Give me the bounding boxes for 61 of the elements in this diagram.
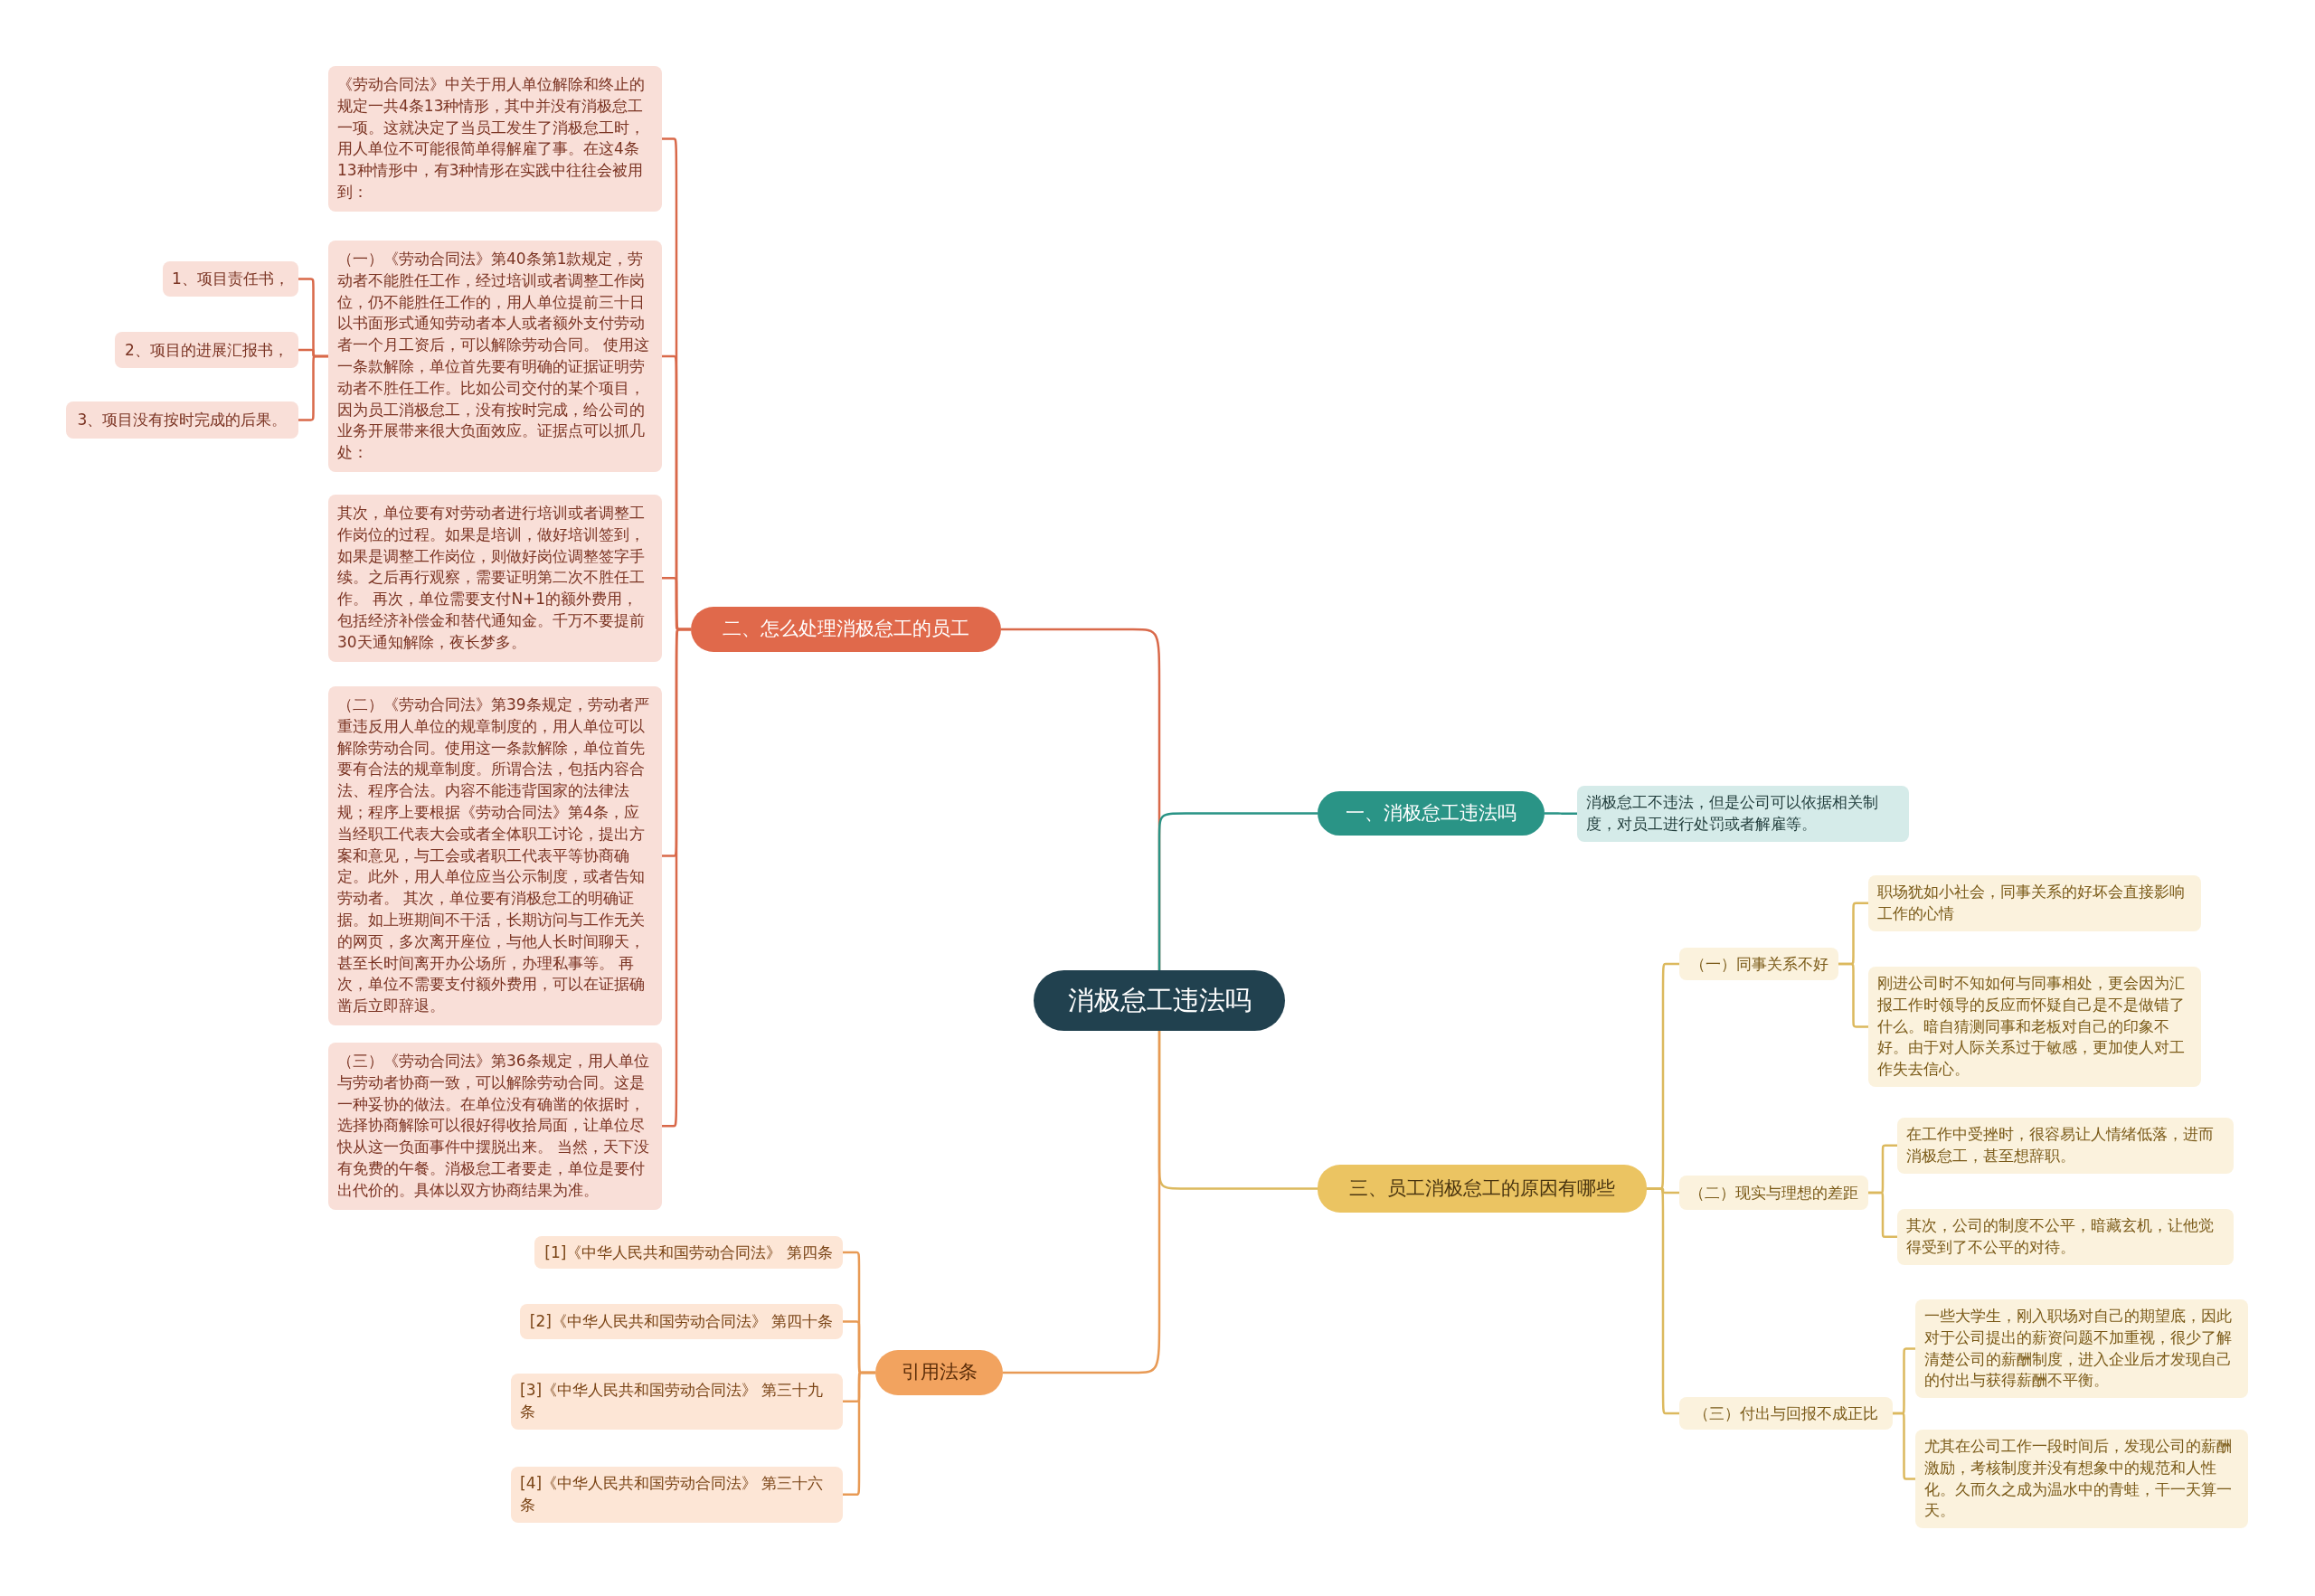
note-card — [163, 261, 298, 297]
branch-topic — [691, 607, 1001, 652]
note-text: 3、项目没有按时完成的后果。 — [77, 411, 288, 430]
topic-label: 引用法条 — [901, 1361, 978, 1384]
note-text: 2、项目的进展汇报书， — [125, 340, 288, 360]
note-card — [1868, 875, 2201, 931]
topic-label: 一、消极怠工违法吗 — [1346, 801, 1517, 826]
note-text: 消极怠工不违法，但是公司可以依据相关制度，对员工进行处罚或者解雇等。 — [1586, 792, 1879, 835]
note-text: 其次，公司的制度不公平，暗藏玄机，让他觉得受到了不公平的对待。 — [1906, 1215, 2215, 1258]
note-text: 尤其在公司工作一段时间后，发现公司的薪酬激励，考核制度并没有想象中的规范和人性化。久而久之成为温水中的青蛙，干一天算一天。 — [1924, 1436, 2233, 1522]
connector-line — [1868, 1191, 1897, 1239]
note-text: （二）现实与理想的差距 — [1689, 1183, 1858, 1203]
note-card — [66, 401, 298, 439]
connector-line — [1647, 1187, 1679, 1415]
branch-topic — [875, 1350, 1003, 1395]
subtopic-card — [1679, 948, 1838, 980]
note-card — [1577, 786, 1909, 842]
topic-label: 消极怠工违法吗 — [1067, 985, 1252, 1016]
note-text: （三）付出与回报不成正比 — [1694, 1403, 1878, 1423]
connector-line — [298, 354, 328, 421]
note-text: [2]《中华人民共和国劳动合同法》 第四十条 — [529, 1312, 834, 1331]
connector-line — [1893, 1412, 1915, 1480]
note-text: 职场犹如小社会，同事关系的好坏会直接影响工作的心情 — [1877, 882, 2186, 924]
note-text: 在工作中受挫时，很容易让人情绪低落，进而消极怠工，甚至想辞职。 — [1906, 1124, 2215, 1166]
note-card — [115, 332, 298, 368]
branch-topic — [1318, 1165, 1647, 1213]
note-text: （三）《劳动合同法》第36条规定，用人单位与劳动者协商一致，可以解除劳动合同。这是一种妥协的做法。在单位没有确凿的依据时，选择协商解除可以很好得收拾局面，让单位尽快从这一负面事件中摆脱出来。 当然，天下没有免费的午餐。消极怠工者要走，单位是要付出代价的。具体以双方协商结果为准。 — [337, 1051, 651, 1201]
note-card — [1915, 1430, 2248, 1529]
note-card — [328, 1043, 662, 1210]
note-text: 刚进公司时不知如何与同事相处，更会因为汇报工作时领导的反应而怀疑自己是不是做错了什么。暗自猜测同事和老板对自己的印象不好。由于对人际关系过于敏感，更加使人对工作失去信心。 — [1877, 973, 2186, 1081]
reference-card — [511, 1467, 843, 1523]
note-card — [328, 495, 662, 662]
note-text: 其次，单位要有对劳动者进行培训或者调整工作岗位的过程。如果是培训，做好培训签到，如果是调整工作岗位，则做好岗位调整签字手续。之后再行观察，需要证明第二次不胜任工作。 再次，单位需要支付N+1的额外费用，包括经济补偿金和替代通知金。千万不要提前30天通知解除，夜长梦多。 — [337, 503, 646, 653]
note-card — [1915, 1299, 2248, 1399]
note-card — [1868, 967, 2201, 1087]
reference-card — [511, 1374, 843, 1430]
note-text: 一些大学生，刚入职场对自己的期望底，因此对于公司提出的薪资问题不加重视，很少了解清楚公司的薪酬制度，进入企业后才发现自己的付出与获得薪酬不平衡。 — [1924, 1306, 2233, 1392]
note-card — [328, 66, 662, 212]
branch-topic — [1318, 791, 1545, 836]
reference-card — [520, 1304, 843, 1339]
note-text: 《劳动合同法》中关于用人单位解除和终止的规定一共4条13种情形，其中并没有消极怠工一项。这就决定了当员工发生了消极怠工时，用人单位不可能很简单得解雇了事。在这4条13种情形中，有3种情形在实践中往往会被用到： — [337, 74, 646, 203]
subtopic-card — [1679, 1176, 1868, 1210]
note-text: （二）《劳动合同法》第39条规定，劳动者严重违反用人单位的规章制度的，用人单位可以解除劳动合同。使用这一条款解除，单位首先要有合法的规章制度。所谓合法，包括内容合法、程序合法。内容不能违背国家的法律法规；程序上要根据《劳动合同法》第4条，应当经职工代表大会或者全体职工讨论，提出方案和意见，与工会或者职工代表平等协商确定。此外，用人单位应当公示制度，或者告知劳动者。 其次，单位要有消极怠工的明确证据。如上班期间不干活，长期访问与工作无关的网页，多次离开座位，与他人长时间聊天，甚至长时间离开办公场所，办理私事等。 再次，单位不需要支付额外费用，可以在证据确凿后立即辞退。 — [337, 694, 650, 1017]
note-card — [1897, 1118, 2234, 1174]
reference-card — [534, 1236, 843, 1269]
connector-line — [662, 628, 691, 1128]
subtopic-card — [1679, 1397, 1893, 1430]
note-text: （一）同事关系不好 — [1689, 954, 1828, 974]
note-text: [3]《中华人民共和国劳动合同法》 第三十九条 — [520, 1380, 825, 1422]
connector-line — [1158, 812, 1318, 970]
note-text: [4]《中华人民共和国劳动合同法》 第三十六条 — [520, 1473, 825, 1516]
connector-line — [843, 1371, 875, 1497]
note-text: （一）《劳动合同法》第40条第1款规定，劳动者不能胜任工作，经过培训或者调整工作岗位，仍不能胜任工作的，用人单位提前三十日以书面形式通知劳动者本人或者额外支付劳动者一个月工资后，可以解除劳动合同。 使用这一条款解除，单位首先要有明确的证据证明劳动者不胜任工作。比如公司交付的某个项目，因为员工消极怠工，没有按时完成，给公司的业务开展带来很大负面效应。证据点可以抓几处： — [337, 249, 651, 464]
connector-line — [1838, 962, 1868, 1028]
note-text: [1]《中华人民共和国劳动合同法》 第四条 — [544, 1242, 833, 1262]
connector-line — [1545, 812, 1577, 816]
topic-label: 二、怎么处理消极怠工的员工 — [723, 618, 969, 641]
topic-label: 三、员工消极怠工的原因有哪些 — [1349, 1176, 1615, 1201]
note-card — [1897, 1209, 2234, 1265]
connector-line — [1003, 1031, 1161, 1374]
note-text: 1、项目责任书， — [172, 269, 289, 288]
